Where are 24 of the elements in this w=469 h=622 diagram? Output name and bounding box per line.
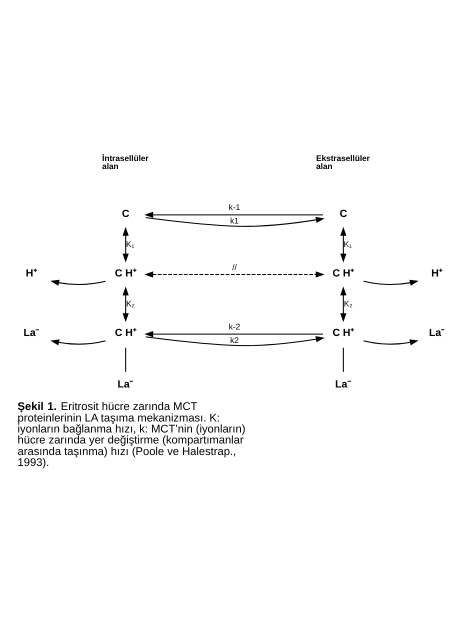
node-text: C H⁺	[332, 328, 354, 340]
edge-label: K₂	[344, 299, 352, 308]
edge-label: K₁	[126, 240, 134, 249]
node-text: C H⁺	[114, 328, 137, 340]
edge-label: K₂	[126, 299, 135, 308]
node-text: C H⁺	[114, 268, 137, 280]
caption: Şekil 1. Eritrosit hücre zarında MCT proteinlerinin LA taşıma mekanizması. K: iyonların bağlanma hızı, k: MCT’nin (iyonların) hücre zarında yer değiştirme (kompartımanlar arasında taşınma) hızı (Poole ve Halestrap., 1993).	[18, 401, 246, 470]
label: İntrasellüler alan	[102, 154, 149, 172]
node-text: H⁺	[26, 268, 38, 280]
edge-label: k-2	[228, 322, 240, 332]
label: Ekstrasellüler alan	[316, 154, 370, 172]
node-text: C H⁺	[332, 268, 354, 280]
node-text: C	[340, 208, 348, 220]
edge-label: k2	[230, 336, 239, 345]
node-text: La⁻	[429, 328, 446, 340]
edge-label: k-1	[228, 203, 240, 212]
node-text: La⁻	[335, 380, 352, 391]
edge-label: K₁	[344, 240, 352, 249]
node-text: H⁺	[431, 268, 443, 280]
edge-label: //	[232, 262, 237, 272]
node-text: La⁻	[24, 328, 40, 340]
node-text: C	[122, 208, 130, 220]
node-text: La⁻	[117, 380, 134, 391]
edge-label: k1	[230, 216, 239, 226]
